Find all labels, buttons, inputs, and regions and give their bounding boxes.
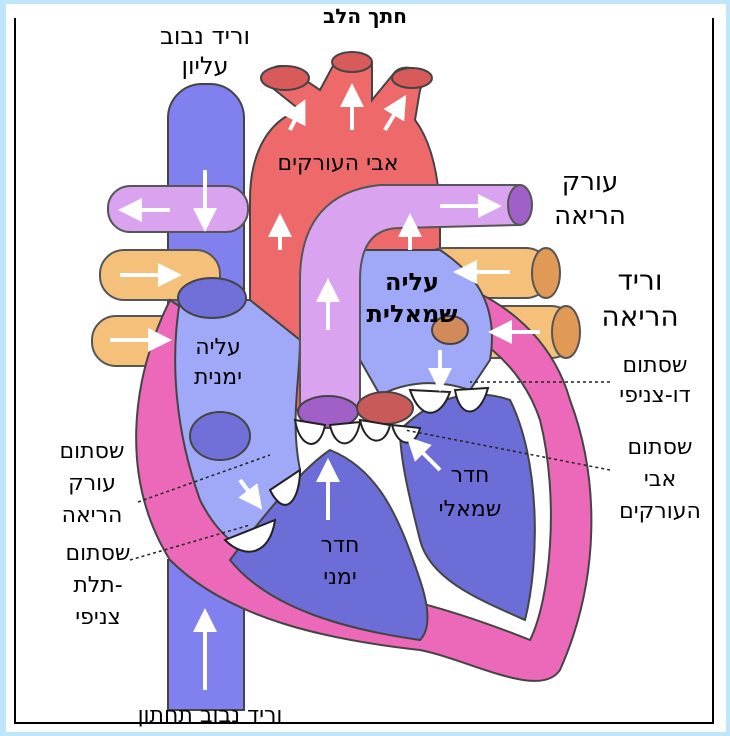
label-pv-line2: הריאה [601, 300, 678, 333]
label-mitral-line2: דו-צניפי [619, 383, 690, 408]
label-ra-line2: ימנית [194, 365, 242, 390]
pulmonary-artery-left [108, 186, 248, 232]
label-tricuspid-line1: שסתום [66, 541, 131, 566]
label-aorta: אבי העורקים [277, 151, 398, 176]
label-svc-line1: וריד נבוב [160, 22, 250, 50]
label-ra-line1: עליה [195, 335, 241, 360]
label-ivc: וריד נבוב תחתון [138, 703, 283, 728]
label-pulm-valve-line1: שסתום [60, 439, 125, 464]
label-aortic-valve-line2: אבי [644, 467, 676, 492]
label-rv-line2: ימני [323, 565, 357, 590]
label-aortic-valve-line3: העורקים [619, 499, 701, 524]
label-mitral-line1: שסתום [623, 353, 688, 378]
label-pulm-valve-line3: הריאה [62, 503, 123, 528]
label-pv-line1: וריד [618, 264, 663, 297]
label-lv-line1: חדר [451, 463, 490, 488]
label-pa-line1: עורק [562, 167, 618, 197]
label-la-line1: עליה [385, 268, 439, 296]
label-tricuspid-line3: צניפי [75, 605, 120, 630]
label-svc-line2: עליון [181, 52, 228, 80]
label-pa-line2: הריאה [554, 201, 626, 231]
label-pulm-valve-line2: עורק [68, 471, 116, 496]
label-rv-line1: חדר [321, 533, 360, 558]
label-aortic-valve-line1: שסתום [628, 435, 693, 460]
label-lv-line2: שמאלי [439, 497, 502, 522]
label-tricuspid-line2: תלת- [73, 573, 122, 598]
label-la-line2: שמאלית [366, 300, 457, 328]
